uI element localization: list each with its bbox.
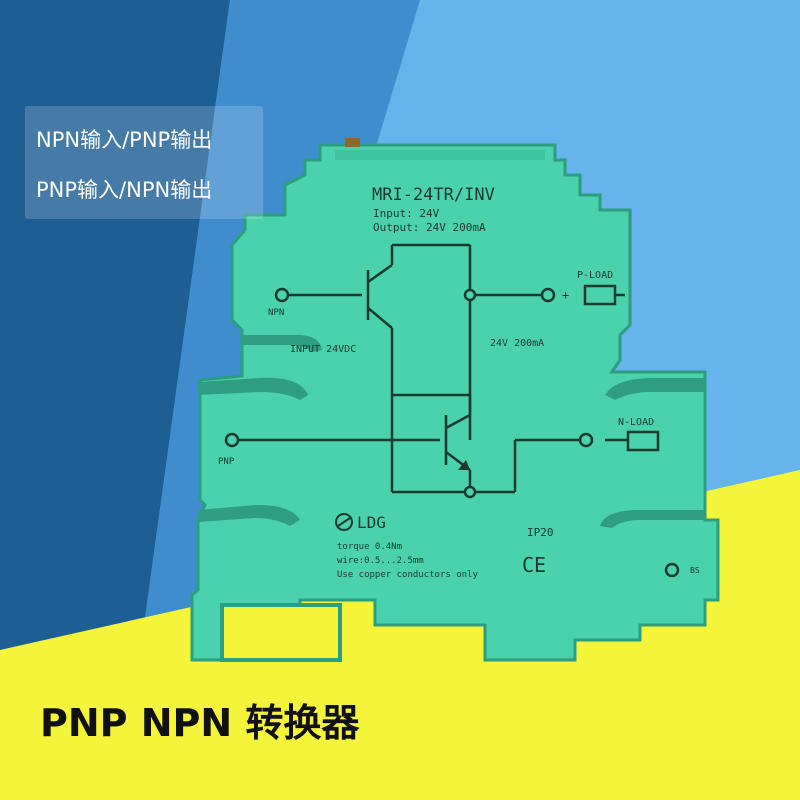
promo-overlay	[25, 106, 263, 219]
model-label: MRI-24TR/INV	[372, 185, 495, 205]
promo-line-1: NPN输入/PNP输出	[36, 128, 213, 152]
ce-mark: CE	[522, 553, 546, 577]
pnp-terminal-label: PNP	[218, 457, 235, 467]
npn-terminal-label: NPN	[268, 308, 284, 318]
plus-sign: +	[562, 288, 569, 302]
n-load-label: N-LOAD	[618, 417, 654, 428]
torque-label: torque 0.4Nm	[337, 542, 402, 552]
output-rating-label: 24V 200mA	[490, 338, 544, 349]
output-spec-label: Output: 24V 200mA	[373, 221, 486, 234]
circuit-diagram	[235, 243, 660, 494]
promo-line-2: PNP输入/NPN输出	[36, 178, 213, 202]
product-title: PNP NPN 转换器	[40, 701, 360, 745]
copper-note: Use copper conductors only	[337, 570, 478, 580]
converter-module: MRI-24TR/INV Input: 24V Output: 24V 200m…	[190, 138, 720, 662]
bs-label: BS	[690, 566, 700, 575]
brand-label: LDG	[357, 513, 386, 532]
ip-rating-label: IP20	[527, 526, 554, 539]
ldg-logo-icon	[335, 513, 353, 531]
minus-sign: -	[603, 433, 610, 447]
wire-label: wire:0.5...2.5mm	[337, 556, 424, 566]
background-dark-blue	[0, 0, 230, 800]
p-load-label: P-LOAD	[577, 270, 613, 281]
terminal-dots	[224, 287, 680, 578]
input-voltage-label: INPUT 24VDC	[290, 344, 356, 355]
input-spec-label: Input: 24V	[373, 207, 440, 220]
